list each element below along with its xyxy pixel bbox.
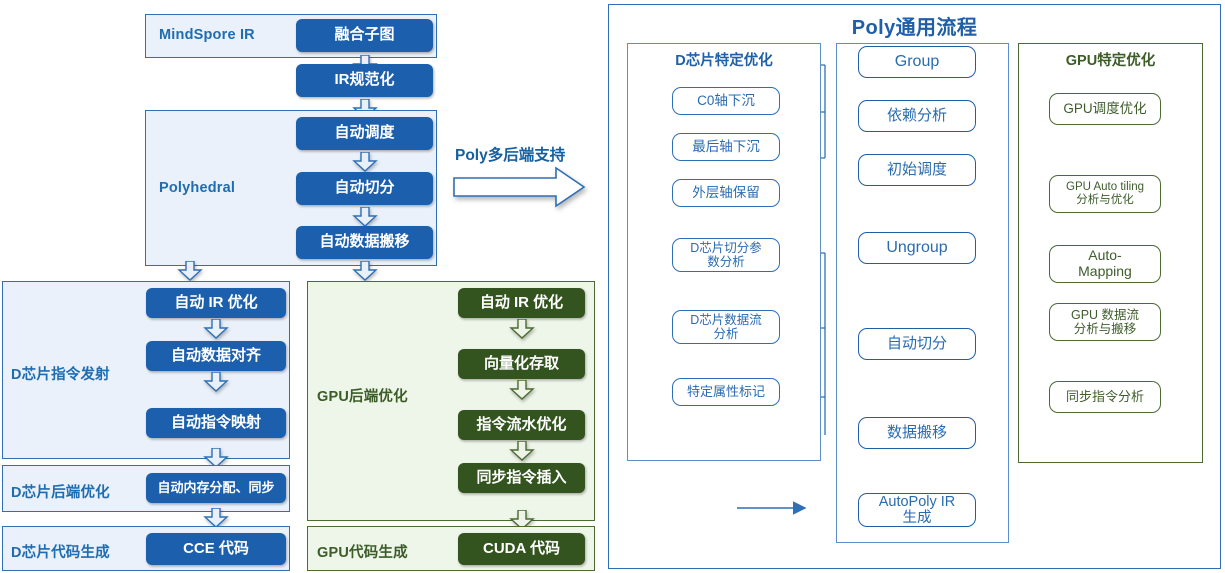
box-gpu-auto-ir-opt[interactable]: 自动 IR 优化 [458, 288, 585, 318]
obox-initial-schedule[interactable]: 初始调度 [858, 154, 976, 186]
box-fusion-subgraph[interactable]: 融合子图 [296, 19, 433, 52]
obox-group[interactable]: Group [858, 46, 976, 78]
obox-dchip-tiling-param-analysis[interactable]: D芯片切分参 数分析 [672, 238, 780, 272]
box-gpu-vectorized-access[interactable]: 向量化存取 [458, 349, 585, 379]
arrow-down-auto-tiling [352, 152, 378, 172]
obox-sync-instruction-analysis[interactable]: 同步指令分析 [1049, 381, 1161, 413]
box-ir-normalize[interactable]: IR规范化 [296, 64, 433, 97]
obox-specific-attribute-mark[interactable]: 特定属性标记 [672, 378, 780, 406]
arrow-down-gpu-vector-access [509, 319, 535, 339]
panel-label-dchip-instruction-issue: D芯片指令发射 [11, 367, 110, 383]
box-auto-schedule[interactable]: 自动调度 [296, 117, 433, 150]
obox-dchip-dataflow-analysis[interactable]: D芯片数据流 分析 [672, 310, 780, 344]
obox-data-movement[interactable]: 数据搬移 [858, 417, 976, 449]
obox-last-axis-sink[interactable]: 最后轴下沉 [672, 133, 780, 161]
obox-gpu-auto-tiling-analysis[interactable]: GPU Auto tiling 分析与优化 [1049, 175, 1161, 213]
panel-label-mindspore-ir: MindSpore IR [159, 27, 255, 43]
obox-dependence-analysis[interactable]: 依赖分析 [858, 100, 976, 132]
obox-ungroup[interactable]: Ungroup [858, 232, 976, 264]
obox-autopoly-ir-gen[interactable]: AutoPoly IR 生成 [858, 493, 976, 527]
box-dchip-auto-data-align[interactable]: 自动数据对齐 [146, 341, 286, 371]
arrow-down-dchip-codegen [203, 508, 229, 528]
arrow-down-auto-data-move [352, 207, 378, 227]
box-cce-code[interactable]: CCE 代码 [146, 533, 286, 565]
arrow-down-gpu-pipeline-opt [509, 380, 535, 400]
panel-label-dchip-codegen: D芯片代码生成 [11, 545, 110, 561]
obox-auto-mapping[interactable]: Auto- Mapping [1049, 245, 1161, 283]
bridge-arrow [453, 166, 586, 208]
panel-label-gpu-backend-opt: GPU后端优化 [317, 389, 408, 405]
obox-auto-tiling[interactable]: 自动切分 [858, 328, 976, 360]
box-gpu-sync-instr-insert[interactable]: 同步指令插入 [458, 463, 585, 493]
bridge-arrow-label: Poly多后端支持 [455, 147, 566, 164]
box-dchip-auto-mem-alloc-sync[interactable]: 自动内存分配、同步 [146, 473, 286, 503]
panel-label-gpu-codegen: GPU代码生成 [317, 545, 408, 561]
subpanel-title-gpu-specific-opt: GPU特定优化 [1065, 53, 1156, 69]
arrow-down-to-dchip-issue [177, 261, 203, 281]
box-cuda-code[interactable]: CUDA 代码 [458, 533, 585, 565]
arrow-down-gpu-codegen [509, 510, 535, 530]
box-auto-tiling[interactable]: 自动切分 [296, 172, 433, 205]
right-panel-title: Poly通用流程 [851, 17, 978, 39]
arrow-down-dchip-data-align [203, 319, 229, 339]
panel-poly-general-flow: Poly通用流程 [608, 4, 1221, 569]
obox-outer-axis-keep[interactable]: 外层轴保留 [672, 179, 780, 207]
box-auto-data-move[interactable]: 自动数据搬移 [296, 226, 433, 259]
box-dchip-auto-instr-map[interactable]: 自动指令映射 [146, 408, 286, 438]
panel-label-polyhedral: Polyhedral [159, 180, 236, 196]
obox-c0-axis-sink[interactable]: C0轴下沉 [672, 87, 780, 115]
panel-label-dchip-backend-opt: D芯片后端优化 [11, 485, 110, 501]
box-gpu-instr-pipeline-opt[interactable]: 指令流水优化 [458, 410, 585, 440]
arrow-down-to-gpu-backend [352, 261, 378, 281]
arrow-down-dchip-backend [203, 448, 229, 468]
subpanel-title-dchip-specific-opt: D芯片特定优化 [675, 53, 773, 69]
arrow-down-dchip-instr-map [203, 372, 229, 392]
arrow-down-gpu-sync-insert [509, 441, 535, 461]
obox-gpu-schedule-opt[interactable]: GPU调度优化 [1049, 93, 1161, 125]
obox-gpu-dataflow-analysis-move[interactable]: GPU 数据流 分析与搬移 [1049, 303, 1161, 341]
box-dchip-auto-ir-opt[interactable]: 自动 IR 优化 [146, 288, 286, 318]
